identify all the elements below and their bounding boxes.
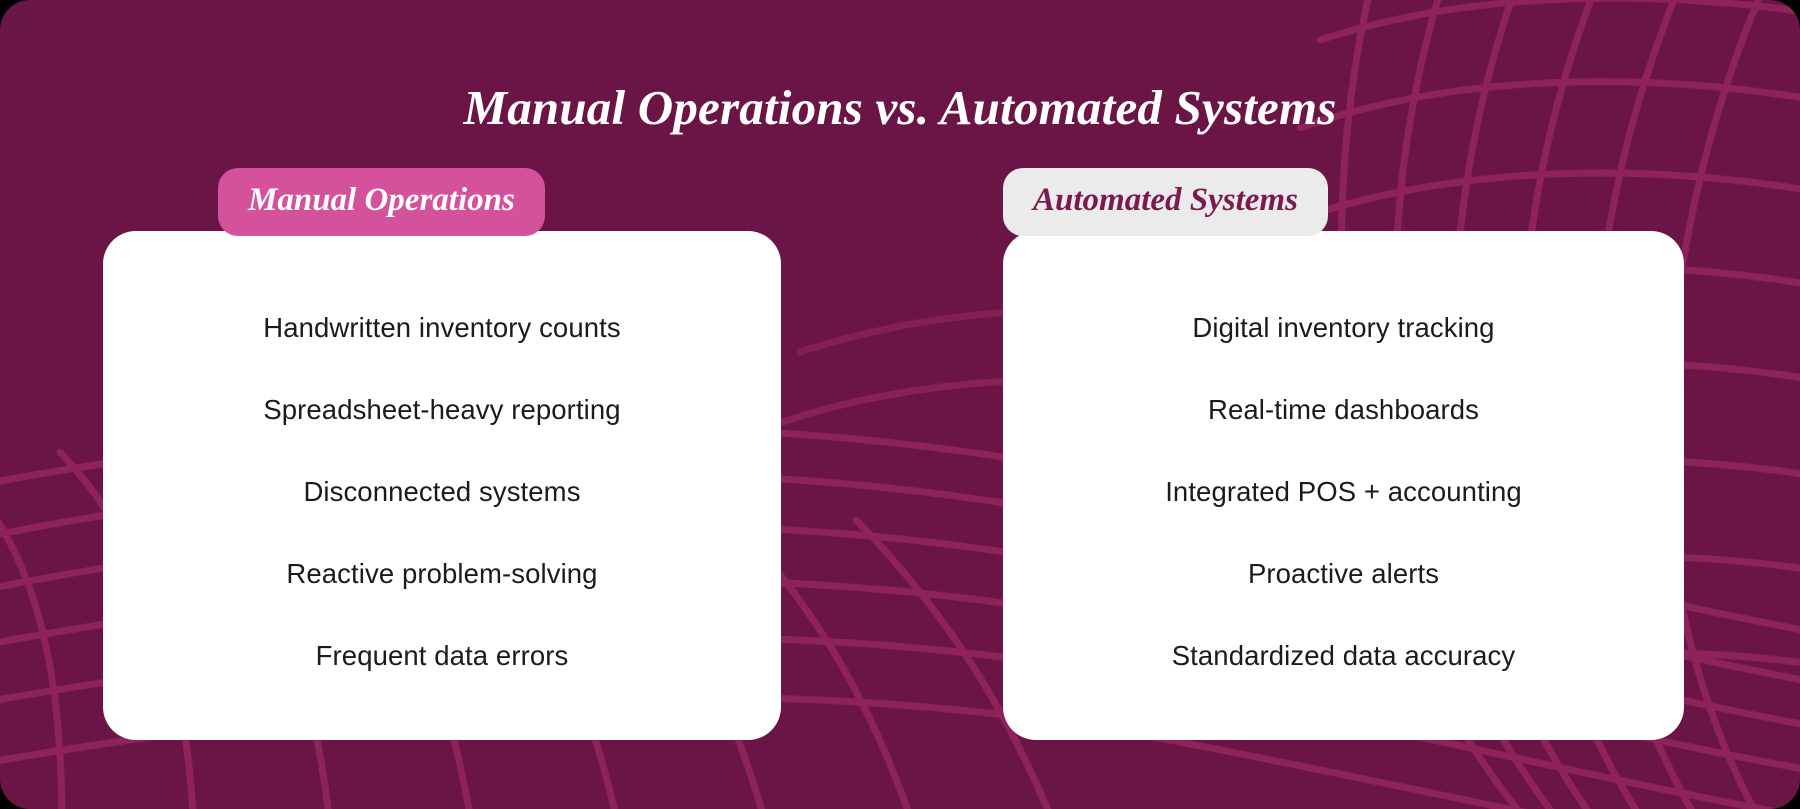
card-manual-operations: Handwritten inventory counts Spreadsheet… <box>103 231 781 740</box>
list-item: Proactive alerts <box>1247 558 1440 589</box>
list-automated-systems: Digital inventory tracking Real-time das… <box>1029 311 1658 672</box>
list-item: Frequent data errors <box>315 640 569 671</box>
list-item: Handwritten inventory counts <box>263 312 621 343</box>
list-item: Spreadsheet-heavy reporting <box>263 394 621 425</box>
badge-manual-operations: Manual Operations <box>218 168 545 237</box>
list-item: Disconnected systems <box>303 476 581 507</box>
list-item: Reactive problem-solving <box>286 558 598 589</box>
page-title: Manual Operations vs. Automated Systems <box>463 79 1337 135</box>
list-item: Digital inventory tracking <box>1192 312 1495 343</box>
list-item: Standardized data accuracy <box>1171 640 1516 671</box>
badge-automated-systems: Automated Systems <box>1003 168 1328 237</box>
list-manual-operations: Handwritten inventory counts Spreadsheet… <box>129 311 755 672</box>
list-item: Real-time dashboards <box>1207 394 1480 425</box>
card-automated-systems: Digital inventory tracking Real-time das… <box>1003 231 1684 740</box>
list-item: Integrated POS + accounting <box>1165 476 1522 507</box>
